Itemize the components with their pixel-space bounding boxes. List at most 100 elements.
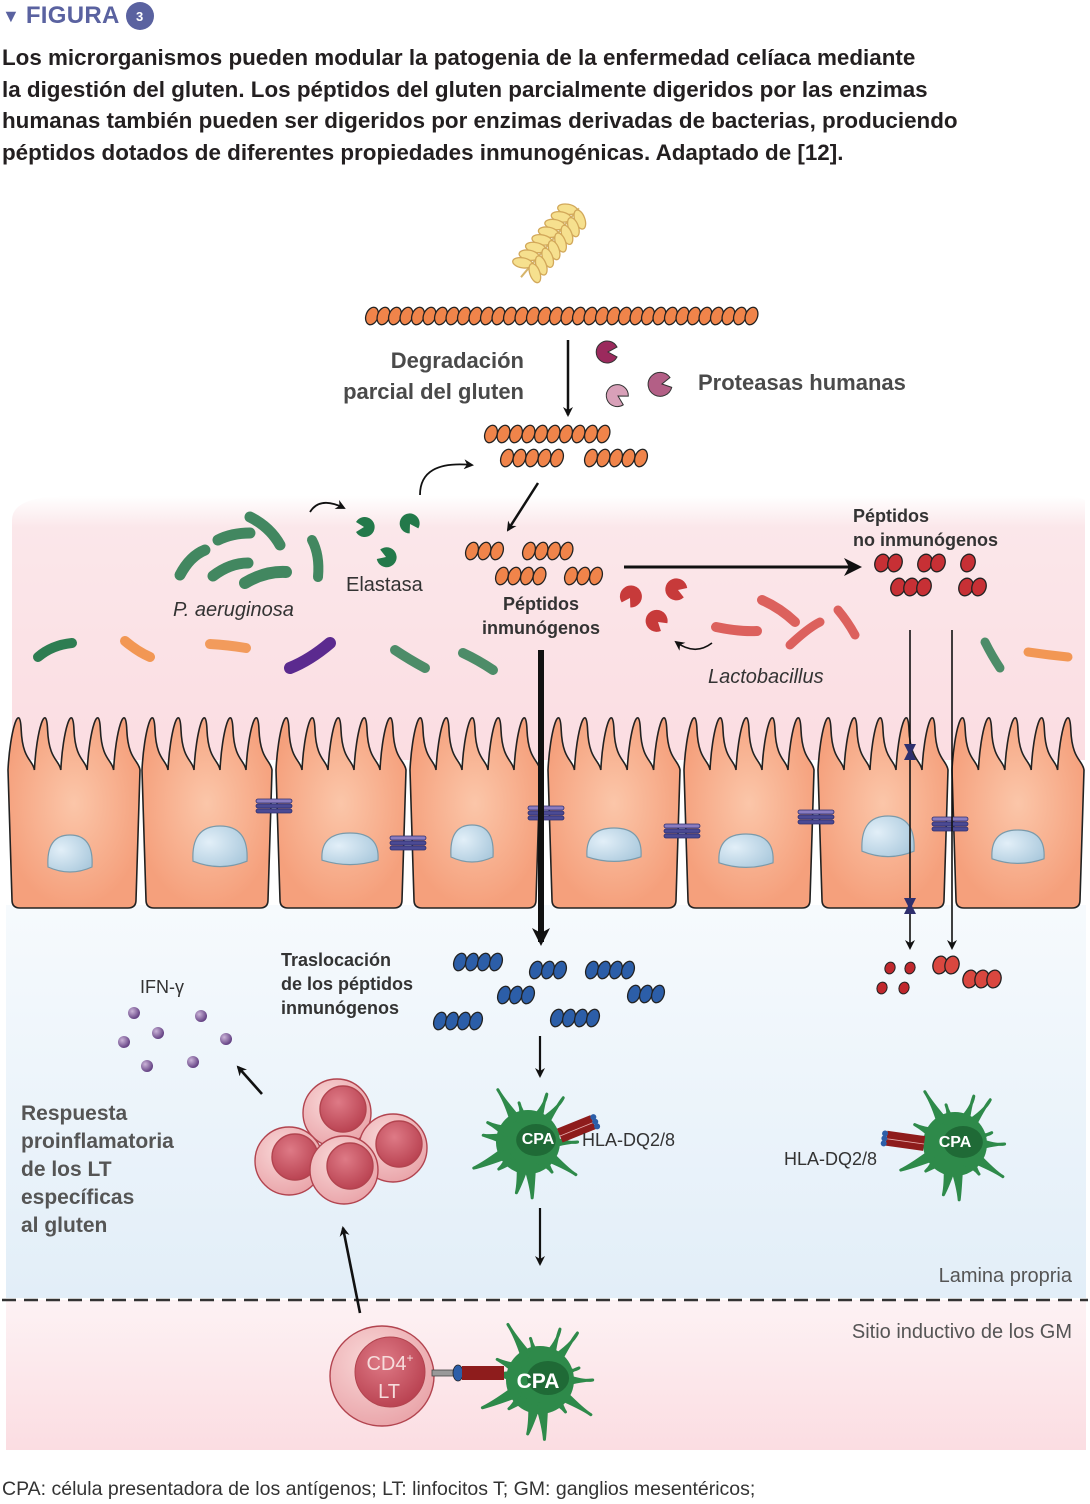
- non-immunogenic-peptides: [874, 553, 987, 597]
- apc-dendrite: [528, 1336, 542, 1360]
- apc-dendrite: [975, 1137, 1007, 1151]
- p-aeruginosa-bacteria: [174, 511, 324, 589]
- apc-dendrite: [963, 1098, 992, 1132]
- hla-receptor-right: [880, 1130, 926, 1151]
- degradation-label-2: parcial del gluten: [343, 379, 524, 404]
- peptide-bead: [559, 541, 574, 561]
- apc-dendrite: [943, 1103, 957, 1125]
- peptide-bead: [489, 541, 505, 561]
- ifn-dot: [220, 1033, 232, 1045]
- figure-header: ▼ FIGURA 3: [2, 2, 154, 30]
- apc-dendrite: [497, 1152, 517, 1171]
- immunogenic-label-1: Péptidos: [503, 594, 579, 614]
- apc-dendrite: [548, 1135, 580, 1149]
- cpa-label-left: CPA: [522, 1131, 555, 1148]
- peptide-bead: [585, 1008, 601, 1028]
- peptide-bead: [520, 985, 536, 1005]
- hla-receptor-left: [557, 1114, 601, 1143]
- t-cell-cluster: [254, 1078, 428, 1205]
- translocation-label-1: Traslocación: [281, 950, 391, 970]
- gluten-protein-chain: [364, 306, 759, 326]
- apc-dendrite: [969, 1150, 1005, 1179]
- degradation-label-1: Degradación: [391, 348, 524, 373]
- wheat-grain: [528, 262, 542, 284]
- apc-dendrite: [507, 1391, 528, 1411]
- response-label-3: de los LT: [21, 1158, 112, 1181]
- epithelial-cell: [683, 717, 815, 909]
- peptide-bead: [744, 306, 759, 326]
- non-immunogenic-label-1: Péptidos: [853, 506, 929, 526]
- cell-nucleus: [321, 832, 379, 866]
- tight-junction: [931, 816, 969, 832]
- figure-caption: Los microrganismos pueden modular la pat…: [2, 45, 958, 165]
- lamina-propria-label: Lamina propria: [939, 1265, 1073, 1287]
- peptide-bead: [552, 960, 568, 980]
- translocated-peptides: [432, 952, 666, 1031]
- apc-dendrite: [535, 1401, 549, 1441]
- cpa-label-gm: CPA: [517, 1370, 560, 1393]
- tight-junction: [389, 835, 427, 851]
- cell-nucleus: [718, 833, 774, 868]
- ifn-dot: [152, 1027, 164, 1039]
- peptide-bead: [904, 961, 916, 975]
- cell-nucleus: [192, 825, 248, 868]
- ifn-dot: [141, 1060, 153, 1072]
- hla-label-left: HLA-DQ2/8: [582, 1130, 675, 1150]
- apc-dendrite: [495, 1357, 523, 1376]
- intestinal-epithelium: [7, 717, 1085, 909]
- figure-number-badge: 3: [125, 2, 154, 30]
- epithelial-cell: [951, 717, 1085, 909]
- lactobacillus-to-protease-arrow: [674, 640, 713, 651]
- peptide-bead: [620, 960, 636, 980]
- partially-digested-gluten: [483, 424, 649, 468]
- apc-dendrite: [526, 1400, 542, 1436]
- apc-dendrite: [486, 1121, 512, 1139]
- elastase-label: Elastasa: [346, 574, 424, 596]
- apc-dendrite: [950, 1164, 964, 1202]
- ifn-gamma-molecules: [118, 1007, 232, 1072]
- apc-dendrite: [523, 1162, 537, 1200]
- apc-dendrite: [481, 1132, 509, 1146]
- response-label-5: al gluten: [21, 1214, 107, 1237]
- peptide-bead: [986, 969, 1002, 989]
- elastase-icons: [356, 513, 420, 568]
- immunogenic-label-2: inmunógenos: [482, 618, 600, 638]
- translocation-label-2: de los péptidos: [281, 974, 413, 994]
- tcell-activation-arrow: [339, 1226, 362, 1314]
- triangle-down-icon[interactable]: ▼: [2, 6, 20, 26]
- ifn-dot: [128, 1007, 140, 1019]
- apc-nucleus: [516, 1124, 556, 1156]
- peptide-bead: [532, 566, 547, 586]
- lumen-bacteria: [33, 636, 1073, 675]
- immunogenic-peptides: [464, 541, 604, 586]
- apc-dendrite: [913, 1123, 939, 1141]
- apc-nucleus: [943, 1126, 983, 1158]
- ifn-dot: [195, 1010, 207, 1022]
- cell-nucleus: [586, 827, 642, 862]
- tight-junction: [527, 805, 565, 821]
- apc-dendrite: [472, 1145, 512, 1170]
- figure-label: FIGURA: [25, 2, 120, 29]
- ifn-dot: [187, 1056, 199, 1068]
- cd4-text: CD4: [366, 1353, 406, 1375]
- peptide-bead: [971, 577, 987, 597]
- lt-label: LT: [378, 1381, 400, 1403]
- peptide-bead: [916, 577, 932, 597]
- epithelial-cell: [7, 717, 141, 909]
- hla-label-right: HLA-DQ2/8: [784, 1149, 877, 1169]
- to-immunogenic-arrow: [506, 482, 540, 532]
- apc-dendrite: [549, 1331, 579, 1367]
- human-proteases-label: Proteasas humanas: [698, 370, 906, 395]
- tight-junction: [255, 798, 293, 814]
- apc-dendrite: [899, 1147, 939, 1172]
- lumen-background: [12, 496, 1085, 760]
- cell-nucleus: [861, 815, 915, 858]
- elastase-to-gluten-arrow: [419, 459, 474, 496]
- cell-nucleus: [991, 829, 1045, 864]
- apc-dendrite: [480, 1384, 523, 1410]
- tight-junction: [663, 823, 701, 839]
- ifn-label: IFN-γ: [140, 977, 184, 997]
- response-label-4: específicas: [21, 1186, 134, 1209]
- cpa-label-right: CPA: [939, 1134, 972, 1151]
